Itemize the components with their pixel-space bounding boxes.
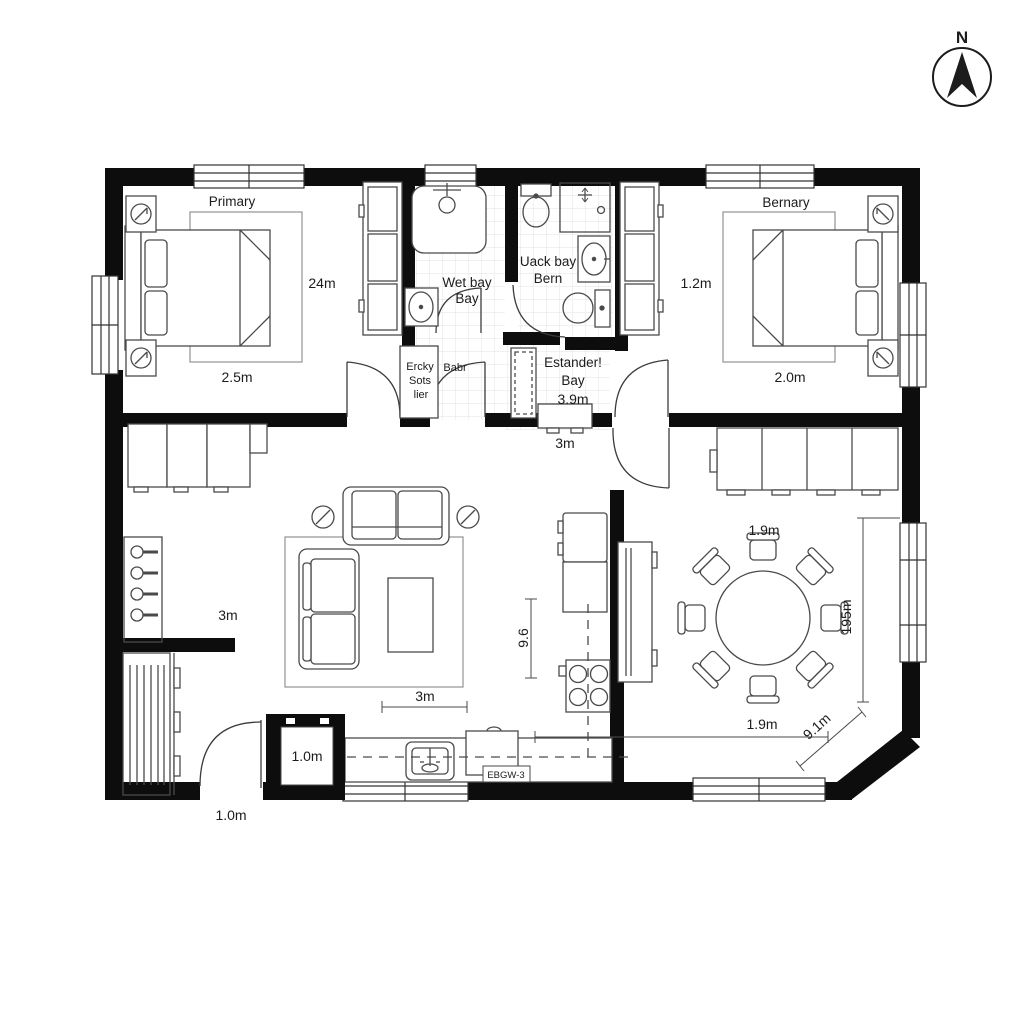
toilet xyxy=(562,289,611,328)
compass-north-label: N xyxy=(956,28,968,47)
dining-room xyxy=(617,427,899,704)
dining-dim-top: 1.9m xyxy=(748,522,779,538)
shower-stall xyxy=(559,182,611,233)
hall-dim-below: 3m xyxy=(555,435,574,451)
toilet xyxy=(520,183,552,228)
stove xyxy=(558,659,611,713)
dining-table xyxy=(715,570,811,666)
windows xyxy=(91,164,927,802)
window-right-1 xyxy=(899,282,927,388)
back-bay-label-1: Uack bay xyxy=(520,254,577,269)
bernary-room-label: Bernary xyxy=(762,195,810,210)
floor-lamp xyxy=(311,505,335,529)
living-dim-line-label: 3m xyxy=(415,688,434,704)
kitchen xyxy=(344,512,630,783)
entry xyxy=(266,714,345,800)
sink xyxy=(404,287,439,327)
blanket-fold xyxy=(239,229,271,347)
hall-closet xyxy=(399,345,439,419)
floor-lamp xyxy=(456,505,480,529)
loveseat xyxy=(342,486,450,546)
closet-label-3: lier xyxy=(414,389,429,401)
window-top-3 xyxy=(705,164,815,189)
hall-dim-label: 3.9m xyxy=(557,391,588,407)
chamfer-wall xyxy=(837,730,920,800)
back-bay-label-2: Bern xyxy=(534,271,563,286)
dining-dim-right: 195m xyxy=(838,599,854,634)
kitchen-dim-line xyxy=(525,598,537,679)
primary-room-label: Primary xyxy=(209,194,256,209)
shower-drain xyxy=(438,196,456,214)
stairs xyxy=(122,652,181,796)
pillow xyxy=(855,239,879,288)
shower-tray xyxy=(411,185,487,254)
nightstand-lamp xyxy=(867,339,899,377)
bath-hall-label: Babr xyxy=(443,362,467,374)
door-dining xyxy=(612,427,670,489)
coffee-table xyxy=(387,577,434,653)
closet-label-1: Ercky xyxy=(406,361,434,373)
compass xyxy=(932,47,992,107)
headboard xyxy=(881,225,899,351)
closet-row xyxy=(127,423,268,493)
nightstand-lamp xyxy=(125,195,157,233)
window-bottom-2 xyxy=(692,777,826,802)
bernary-bedroom xyxy=(619,181,899,377)
window-right-2 xyxy=(899,522,927,663)
hall-label-2: Bay xyxy=(561,373,585,388)
appliance-tag xyxy=(482,765,531,783)
window-top-2 xyxy=(424,164,477,189)
entry-closet-label: 1.0m xyxy=(291,748,322,764)
nightstand-lamp xyxy=(125,339,157,377)
wardrobe xyxy=(619,181,664,336)
pillow xyxy=(144,290,168,336)
living-dim-line xyxy=(381,701,468,713)
primary-dim-side: 24m xyxy=(308,275,335,291)
wet-bay-label-2: Bay xyxy=(455,291,479,306)
dining-wardrobe xyxy=(709,427,899,496)
estander-hall xyxy=(510,347,593,434)
wet-bay-label-1: Wet bay xyxy=(442,275,492,290)
wardrobe xyxy=(358,181,403,336)
kitchen-counter xyxy=(562,561,608,613)
hall-label-1: Estander! xyxy=(544,355,602,370)
bernary-dim-side: 1.2m xyxy=(680,275,711,291)
dining-dim-right-line xyxy=(857,517,900,703)
wet-bay-bathroom xyxy=(404,183,487,327)
living-room-dim: 3m xyxy=(218,607,237,623)
sofa xyxy=(298,548,360,670)
kitchen-sink xyxy=(405,741,455,781)
window-top-1 xyxy=(193,164,305,189)
entry-door-label: 1.0m xyxy=(215,807,246,823)
door-primary xyxy=(346,361,401,418)
kitchen-dim-vertical: 9.6 xyxy=(515,628,531,648)
closet-label-2: Sots xyxy=(409,375,432,387)
blanket-fold xyxy=(752,229,784,347)
doors xyxy=(199,284,670,788)
dining-dim-bottom: 1.9m xyxy=(746,716,777,732)
door-bernary xyxy=(614,359,669,418)
primary-dim-bottom: 2.5m xyxy=(221,369,252,385)
headboard xyxy=(124,225,142,351)
bernary-dim-bottom: 2.0m xyxy=(774,369,805,385)
north-arrow-icon xyxy=(947,52,977,98)
coat-hooks xyxy=(123,536,163,643)
nightstand-lamp xyxy=(867,195,899,233)
dining-chairs xyxy=(677,532,849,704)
back-bay-bathroom xyxy=(520,182,611,328)
dining-dim-diagonal-line xyxy=(795,706,867,772)
window-left xyxy=(91,275,119,375)
hall-table xyxy=(537,403,593,434)
door-back-bay xyxy=(512,284,566,338)
primary-bedroom xyxy=(124,181,403,377)
sideboard xyxy=(617,541,658,683)
pillow xyxy=(855,290,879,336)
appliance-tag-label: EBGW-3 xyxy=(487,770,524,781)
fridge xyxy=(557,512,608,563)
pillow xyxy=(144,239,168,288)
door-entry xyxy=(199,720,262,788)
living-room xyxy=(122,423,480,796)
sink xyxy=(577,235,611,283)
